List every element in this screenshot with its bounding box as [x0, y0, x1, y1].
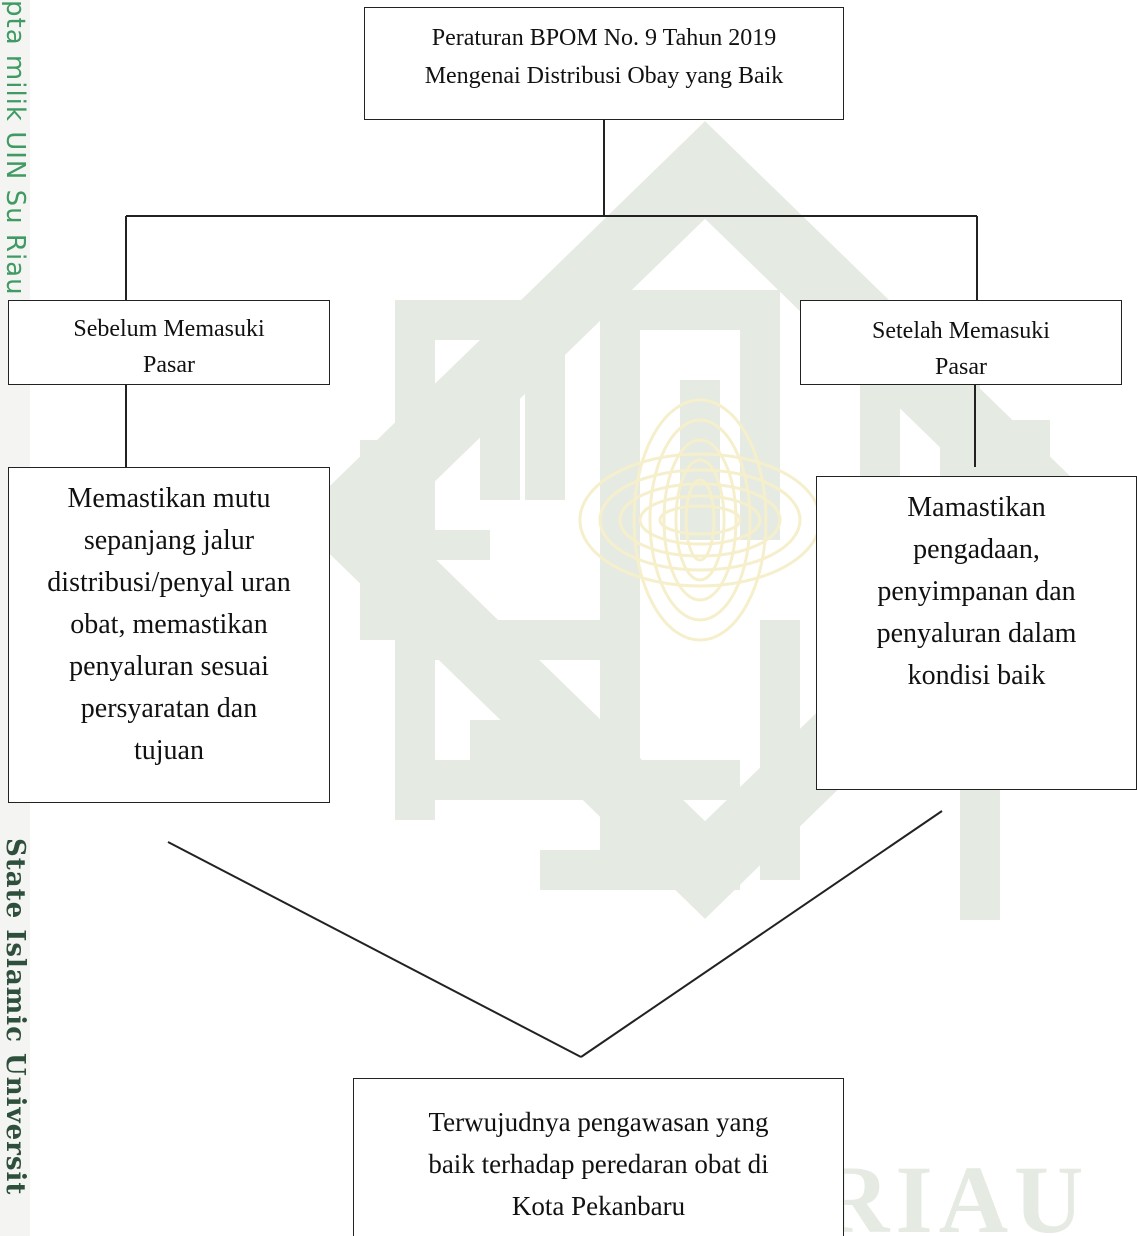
- emblem-gold-ornament: [578, 398, 822, 642]
- result-line: baik terhadap peredaran obat di: [428, 1149, 769, 1179]
- before-market-desc-line: penyaluran sesuai: [69, 651, 269, 682]
- after-market-label-line-2: Pasar: [935, 354, 987, 380]
- before-market-desc-line: sepanjang jalur: [83, 525, 255, 556]
- side-watermark-text-top: pta milik UIN Su Riau: [2, 0, 28, 296]
- side-watermark-text-bottom: State Islamic Universit: [2, 838, 28, 1196]
- after-market-desc-line: kondisi baik: [907, 660, 1046, 691]
- before-market-desc-line: distribusi/penyal uran: [47, 567, 291, 598]
- before-market-label-line-2: Pasar: [143, 352, 195, 378]
- emblem-calligraphy-bars: [360, 290, 1050, 920]
- regulation-line-2: Mengenai Distribusi Obay yang Baik: [424, 63, 784, 89]
- connector-left-diagonal: [167, 841, 582, 1058]
- after-market-box: Setelah Memasuki Pasar: [800, 300, 1122, 385]
- result-box: Terwujudnya pengawasan yang baik terhada…: [353, 1078, 844, 1236]
- after-market-desc-line: Mamastikan: [907, 492, 1046, 523]
- connector-right-diagonal: [580, 810, 943, 1058]
- before-market-desc-line: Memastikan mutu: [67, 483, 271, 514]
- before-market-desc-line: obat, memastikan: [70, 609, 268, 640]
- result-line: Kota Pekanbaru: [511, 1191, 686, 1221]
- after-market-description-box: Mamastikan pengadaan, penyimpanan dan pe…: [816, 476, 1137, 790]
- after-market-desc-line: penyaluran dalam: [876, 618, 1077, 649]
- emblem-bottom-right-text: RIAU: [820, 1146, 1089, 1236]
- before-market-box: Sebelum Memasuki Pasar: [8, 300, 330, 385]
- before-market-description-box: Memastikan mutu sepanjang jalur distribu…: [8, 467, 330, 803]
- regulation-line-1: Peraturan BPOM No. 9 Tahun 2019: [431, 25, 777, 51]
- regulation-box: Peraturan BPOM No. 9 Tahun 2019 Mengenai…: [364, 7, 844, 120]
- after-market-label-line-1: Setelah Memasuki: [872, 318, 1050, 344]
- before-market-label-line-1: Sebelum Memasuki: [73, 316, 265, 342]
- before-market-desc-line: persyaratan dan: [80, 693, 258, 724]
- after-market-desc-line: pengadaan,: [913, 534, 1040, 565]
- result-line: Terwujudnya pengawasan yang: [428, 1107, 769, 1137]
- before-market-desc-line: tujuan: [134, 735, 204, 766]
- after-market-desc-line: penyimpanan dan: [877, 576, 1076, 607]
